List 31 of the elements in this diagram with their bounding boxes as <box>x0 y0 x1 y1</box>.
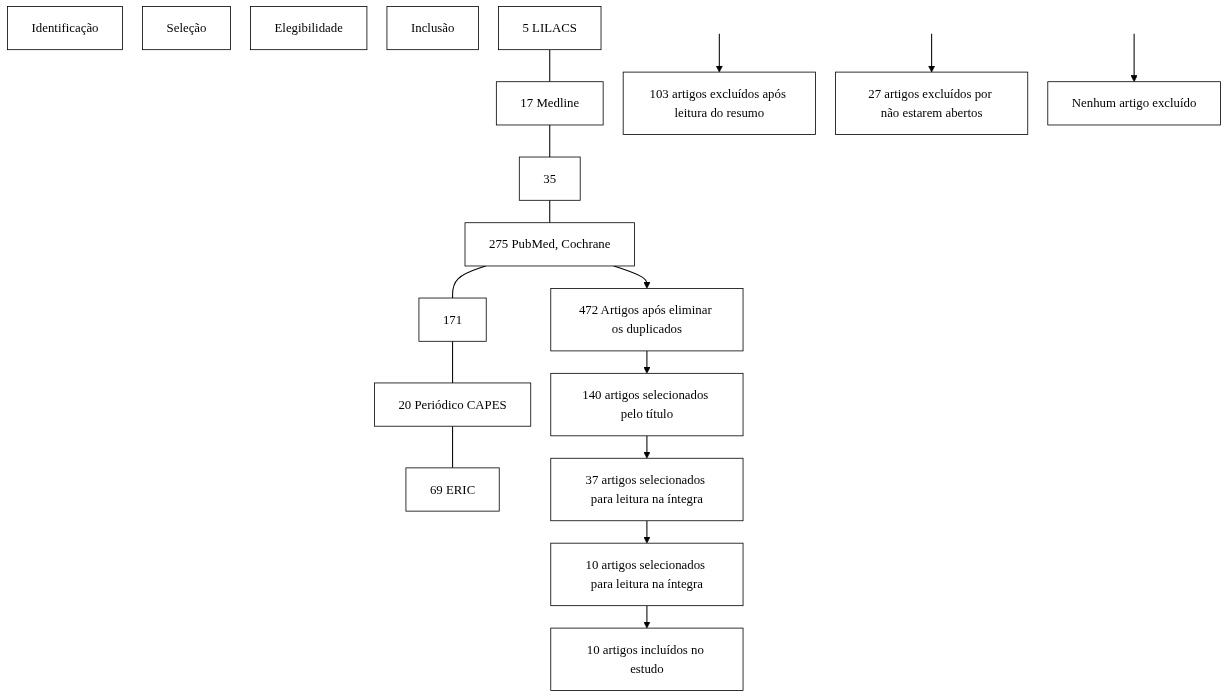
node-box: Inclusão <box>386 6 479 51</box>
node-box: Elegibilidade <box>250 6 368 51</box>
connector <box>452 425 454 469</box>
arrow <box>715 33 723 73</box>
connector <box>549 124 551 158</box>
node-box: 103 artigos excluídos após leitura do resumo <box>622 71 816 135</box>
node-box: 10 artigos incluídos no estudo <box>550 627 744 691</box>
arrow <box>643 435 651 459</box>
node-box: 17 Medline <box>495 81 604 126</box>
node-box: 5 LILACS <box>498 6 602 51</box>
node-box: Identificação <box>7 6 123 51</box>
node-box: Seleção <box>142 6 231 51</box>
node-box: 171 <box>418 297 487 342</box>
node-box: 140 artigos selecionados pelo título <box>550 372 744 437</box>
arrow <box>928 33 936 73</box>
node-box: Nenhum artigo excluído <box>1047 81 1221 126</box>
node-box: 69 ERIC <box>405 467 500 512</box>
arrow <box>1130 33 1138 83</box>
connector <box>549 49 551 83</box>
connector <box>452 340 454 384</box>
connector <box>549 199 551 224</box>
arrow <box>643 605 651 629</box>
node-box: 20 Periódico CAPES <box>374 382 532 427</box>
node-box: 275 PubMed, Cochrane <box>464 222 635 267</box>
node-box: 35 <box>518 156 581 201</box>
node-box: 472 Artigos após eliminar os duplicados <box>550 288 744 352</box>
node-box: 27 artigos excluídos por não estarem abertos <box>835 71 1029 135</box>
node-box: 37 artigos selecionados para leitura na íntegra <box>550 457 744 522</box>
arrow <box>643 520 651 544</box>
node-box: 10 artigos selecionados para leitura na íntegra <box>550 542 744 607</box>
arrow <box>643 350 651 374</box>
